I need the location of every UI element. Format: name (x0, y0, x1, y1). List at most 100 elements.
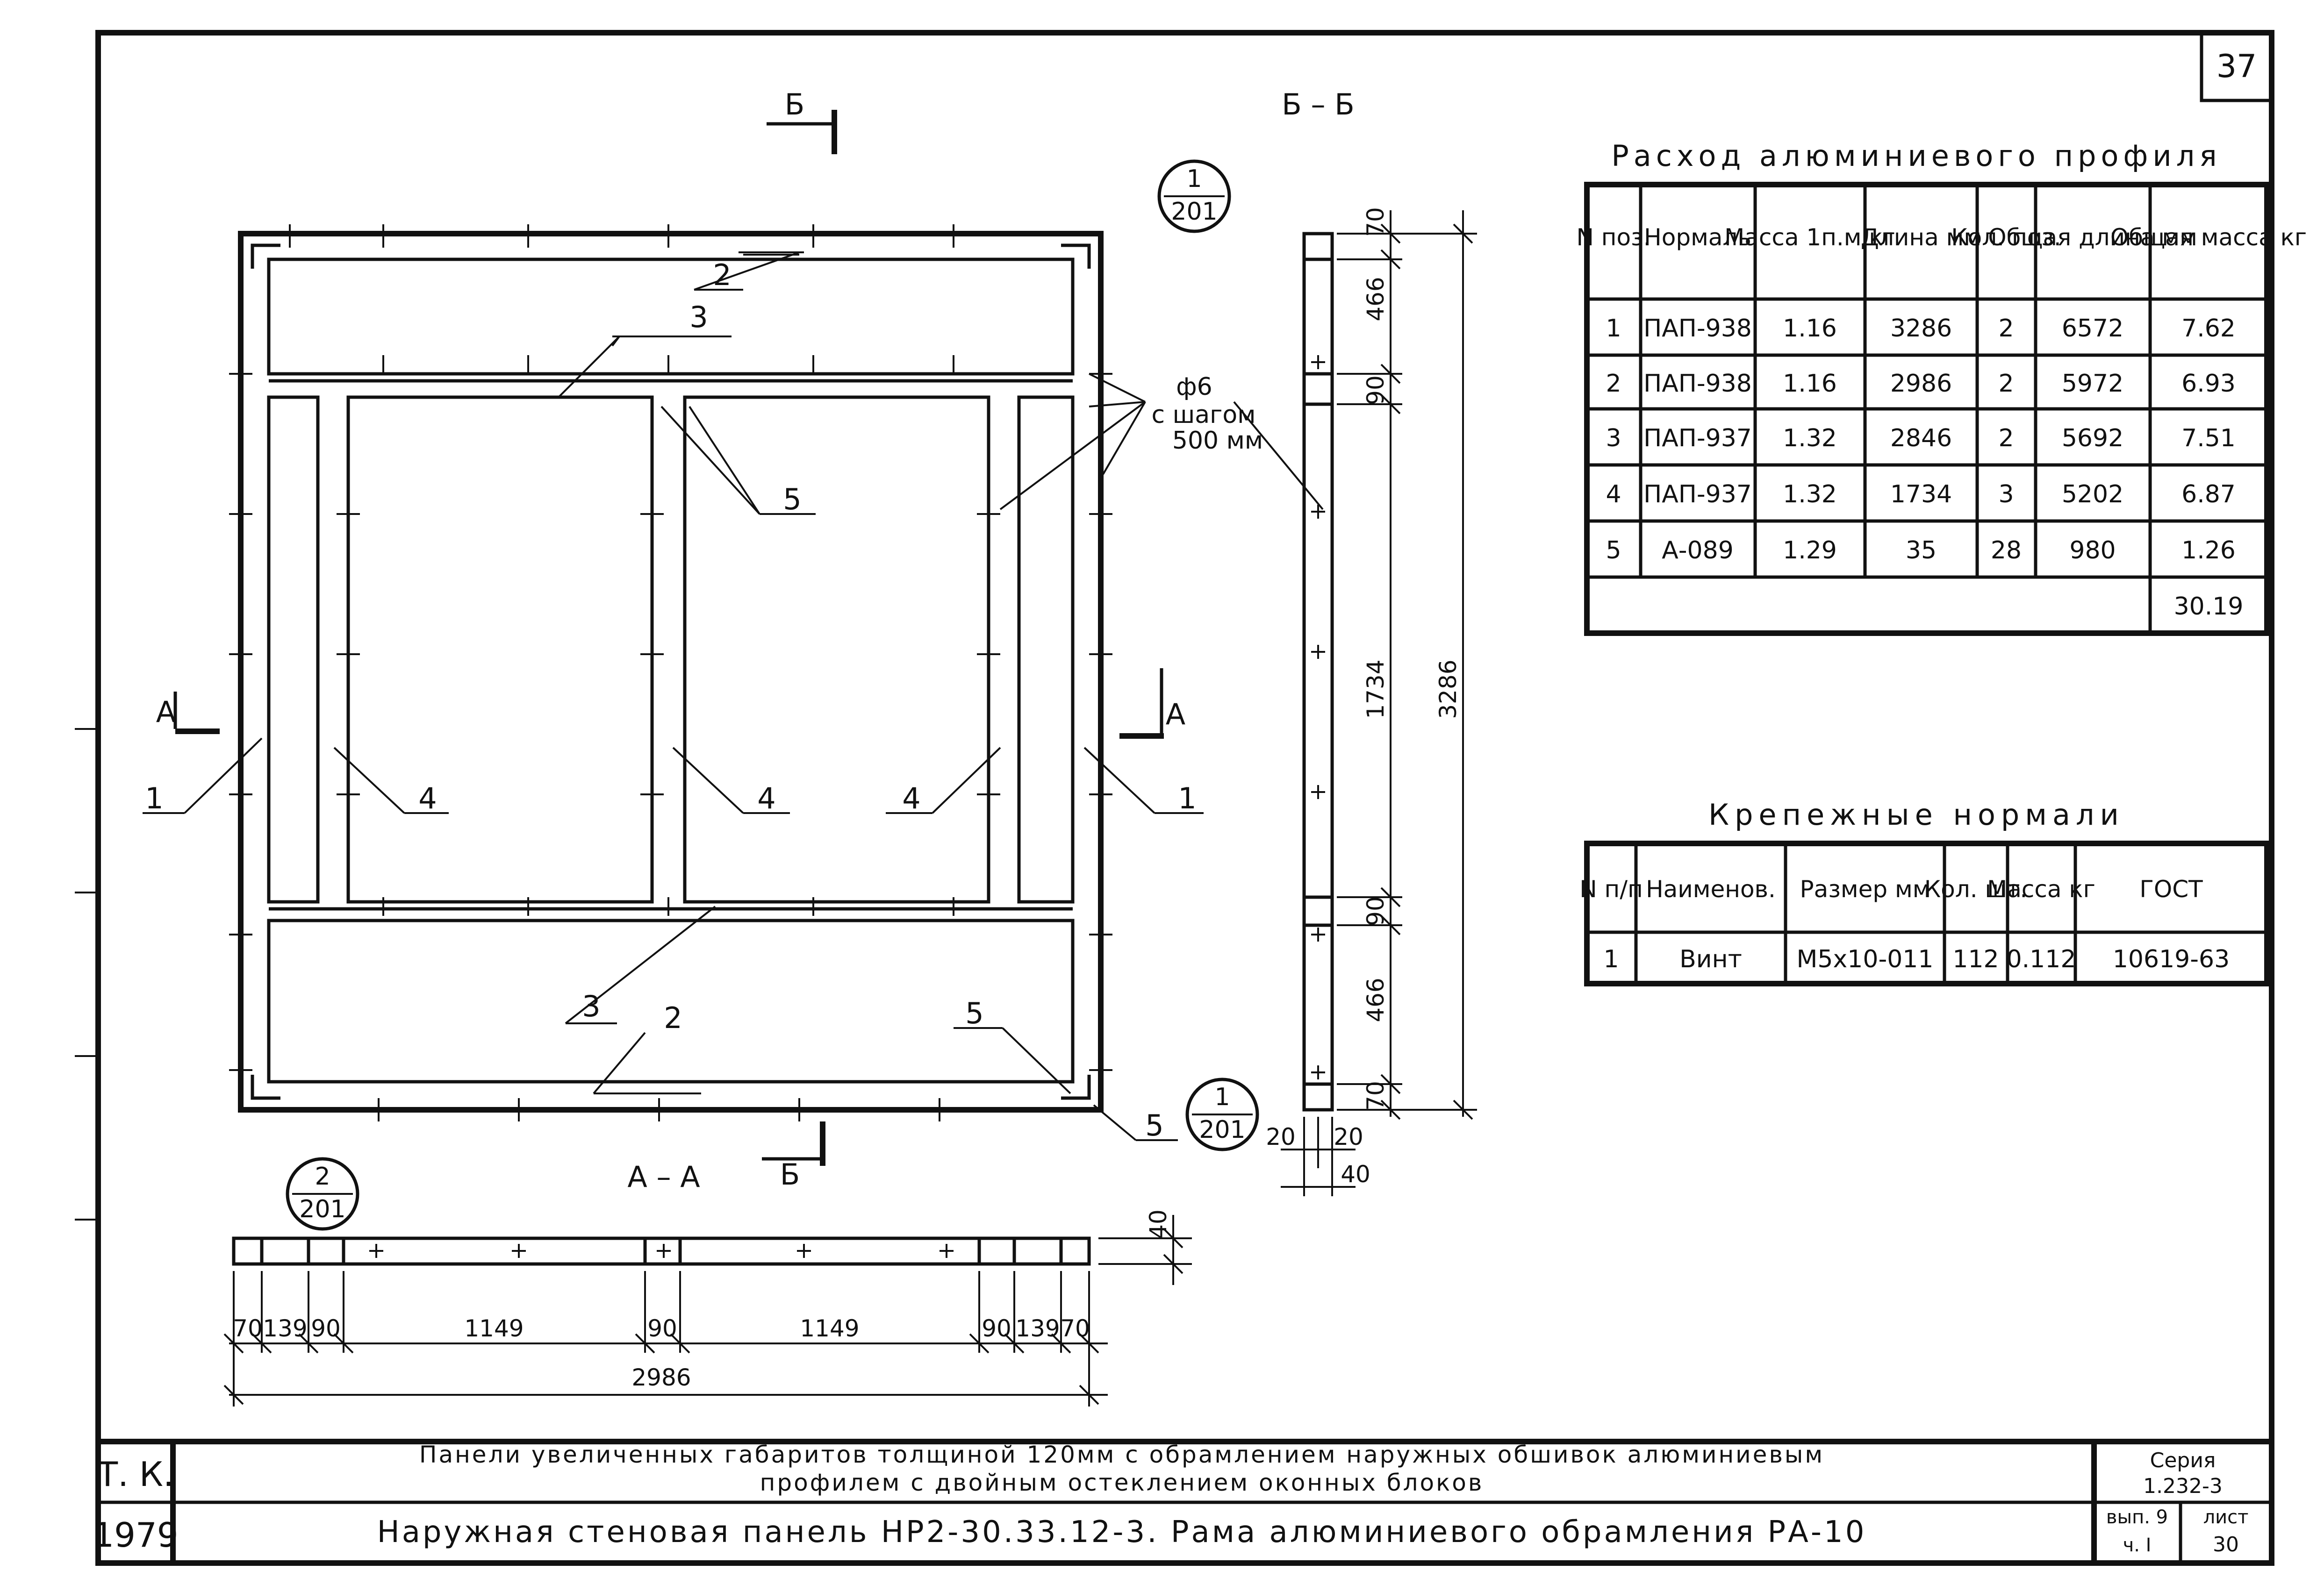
svg-text:5: 5 (1606, 536, 1621, 564)
svg-text:Кол. шт.: Кол. шт. (1924, 876, 2028, 903)
svg-text:1149: 1149 (464, 1315, 524, 1342)
sheet-number-box: 37 (2200, 33, 2272, 102)
svg-text:Б: Б (780, 1157, 800, 1192)
svg-text:1.29: 1.29 (1783, 536, 1837, 564)
sheet-value: 30 (2213, 1533, 2239, 1557)
title-line2: профилем с двойным остеклением оконных б… (760, 1469, 1484, 1496)
svg-text:ГОСТ: ГОСТ (2139, 876, 2203, 903)
svg-text:4: 4 (1606, 480, 1621, 508)
title-year: 1979 (93, 1515, 178, 1555)
svg-text:20: 20 (1334, 1123, 1363, 1150)
profile-row-1: 1 ПАП-938 1.16 3286 2 6572 7.62 (1606, 314, 2235, 343)
section-mark-b-bottom: Б (762, 1121, 825, 1192)
svg-text:2: 2 (1998, 314, 2014, 343)
svg-text:1.32: 1.32 (1783, 480, 1837, 508)
svg-text:2: 2 (1998, 424, 2014, 452)
svg-text:М5х10-011: М5х10-011 (1797, 945, 1934, 973)
svg-text:466: 466 (1362, 277, 1389, 321)
svg-text:5692: 5692 (2062, 424, 2123, 452)
svg-text:1.26: 1.26 (2181, 536, 2236, 564)
title-line1: Панели увеличенных габаритов толщиной 12… (419, 1441, 1824, 1468)
svg-text:90: 90 (647, 1315, 677, 1342)
profile-row-2: 2 ПАП-938 1.16 2986 2 5972 6.93 (1606, 370, 2235, 398)
svg-text:2986: 2986 (1890, 370, 1952, 398)
callout-pos2-top: 2 (713, 258, 731, 292)
svg-text:1: 1 (1603, 945, 1619, 973)
svg-text:90: 90 (311, 1315, 341, 1342)
sheet-label: лист (2203, 1507, 2249, 1528)
svg-text:6.93: 6.93 (2181, 370, 2236, 398)
callout-pos2-bottom: 2 (664, 1001, 682, 1035)
svg-text:7.62: 7.62 (2181, 314, 2236, 343)
svg-text:40: 40 (1341, 1161, 1370, 1188)
svg-text:466: 466 (1362, 978, 1389, 1022)
svg-text:1: 1 (1606, 314, 1621, 343)
svg-text:139: 139 (1015, 1315, 1060, 1342)
svg-text:Длина мм: Длина мм (1861, 224, 1981, 251)
frame-elevation (229, 224, 1112, 1121)
callout-pos5-corner: 5 (1145, 1108, 1163, 1142)
svg-text:Общая длина мм: Общая длина мм (1988, 224, 2197, 251)
node-ref-top: 1 201 (1157, 159, 1231, 233)
title-block: Т. К. 1979 Панели увеличенных габаритов … (93, 1439, 2272, 1563)
profile-table-title: Расход алюминиевого профиля (1611, 139, 2221, 173)
svg-text:1734: 1734 (1362, 659, 1389, 719)
svg-text:N поз.: N поз. (1576, 224, 1650, 251)
svg-text:Размер мм: Размер мм (1800, 876, 1930, 903)
svg-text:90: 90 (1362, 896, 1389, 926)
svg-text:2: 2 (1606, 370, 1621, 398)
fastener-note-3: 500 мм (1172, 427, 1263, 455)
svg-text:70: 70 (233, 1315, 263, 1342)
svg-text:35: 35 (1906, 536, 1937, 564)
svg-text:Масса кг: Масса кг (1987, 876, 2095, 903)
svg-text:5972: 5972 (2062, 370, 2123, 398)
svg-text:Наименов.: Наименов. (1646, 876, 1776, 903)
svg-text:1734: 1734 (1890, 480, 1952, 508)
svg-text:2: 2 (315, 1163, 330, 1191)
svg-text:ПАП-937: ПАП-937 (1643, 480, 1752, 508)
callout-pos1-right: 1 (1178, 781, 1196, 815)
section-mark-a-left: А (156, 692, 220, 734)
profile-total: 30.19 (2174, 593, 2244, 621)
svg-text:0.112: 0.112 (2007, 945, 2076, 973)
svg-text:1.16: 1.16 (1783, 370, 1837, 398)
svg-text:6572: 6572 (2062, 314, 2123, 343)
profile-row-3: 3 ПАП-937 1.32 2846 2 5692 7.51 (1606, 424, 2235, 452)
svg-text:Общая масса кг: Общая масса кг (2110, 224, 2307, 251)
series-label: Серия (2150, 1449, 2216, 1472)
section-bb: Б – Б (1266, 87, 1477, 1196)
issue-label: вып. 9 (2106, 1507, 2168, 1528)
svg-text:Б: Б (785, 87, 805, 121)
svg-text:1: 1 (1186, 165, 1202, 193)
svg-text:2986: 2986 (631, 1364, 691, 1391)
svg-text:А: А (156, 695, 176, 729)
svg-text:Винт: Винт (1679, 945, 1742, 973)
svg-text:3286: 3286 (1890, 314, 1952, 343)
fastener-row-1: 1 Винт М5х10-011 112 0.112 10619-63 (1603, 945, 2230, 973)
svg-text:3: 3 (1998, 480, 2014, 508)
svg-text:N п/п: N п/п (1579, 876, 1643, 903)
callout-pos4-b: 4 (757, 781, 775, 815)
svg-text:139: 139 (263, 1315, 307, 1342)
svg-text:5202: 5202 (2062, 480, 2123, 508)
node-ref-bottom: 1 201 (1185, 1078, 1259, 1151)
callout-pos5-mid: 5 (783, 482, 801, 516)
svg-text:1.32: 1.32 (1783, 424, 1837, 452)
series-value: 1.232-3 (2143, 1474, 2223, 1498)
svg-text:201: 201 (1171, 198, 1217, 226)
svg-text:2: 2 (1998, 370, 2014, 398)
svg-text:3: 3 (1606, 424, 1621, 452)
svg-text:3286: 3286 (1435, 659, 1462, 719)
fastener-note-2: с шагом (1152, 401, 1256, 429)
fastener-note-1: ф6 (1176, 373, 1212, 401)
callout-pos1-left: 1 (145, 781, 163, 815)
callout-pos3-bottom: 3 (582, 989, 600, 1023)
svg-text:Нормаль: Нормаль (1644, 224, 1751, 251)
svg-text:40: 40 (1145, 1209, 1172, 1239)
section-mark-a-right: А (1119, 668, 1185, 739)
fastener-table-title: Крепежные нормали (1708, 798, 2124, 832)
section-aa: А – А (223, 1160, 1192, 1407)
svg-text:70: 70 (1362, 1081, 1389, 1111)
issue-value: ч. I (2123, 1535, 2152, 1556)
svg-text:2846: 2846 (1890, 424, 1952, 452)
